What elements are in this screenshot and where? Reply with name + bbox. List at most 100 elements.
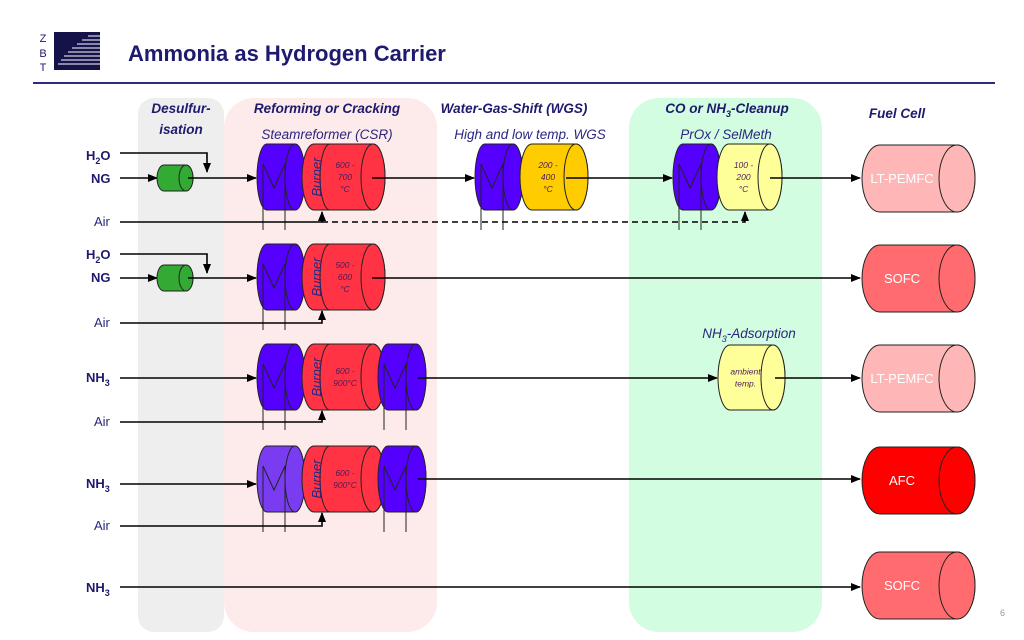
- temperature-label: 600 -: [335, 468, 355, 478]
- stage-subheader-prox: PrOx / SelMeth: [680, 127, 772, 142]
- heat-exchanger: [377, 343, 427, 411]
- heat-exchanger: [256, 243, 306, 311]
- temperature-label: °C: [543, 184, 553, 194]
- input-nh3-text: NH: [86, 370, 105, 385]
- stage-header-adsorption-text: NH: [702, 326, 722, 341]
- input-air: Air: [94, 414, 111, 429]
- fuel-cell-label: SOFC: [884, 578, 920, 593]
- stage-header-adsorption: NH3-Adsorption: [702, 326, 796, 344]
- burner-divider: [319, 445, 331, 513]
- heat-exchanger-coil-icon: [383, 363, 407, 430]
- input-nh3-subscript: 3: [105, 484, 110, 494]
- fuel-cell-lt-pemfc: [861, 344, 976, 413]
- stage-header-cleanup-subscript: 3: [726, 109, 731, 119]
- burner-label: Burner: [309, 157, 324, 197]
- stage-header-adsorption-text: -Adsorption: [727, 326, 796, 341]
- logo: Z B T: [39, 32, 100, 74]
- page-number: 6: [1000, 608, 1005, 618]
- stage-header-fuel-cell: Fuel Cell: [869, 106, 926, 121]
- heat-exchanger-coil-icon: [678, 163, 702, 230]
- stage-header-desulf: Desulfur-: [151, 101, 211, 116]
- heat-exchanger: [256, 143, 306, 211]
- input-nh3-text: NH: [86, 476, 105, 491]
- fuel-cell-sofc: [861, 244, 976, 313]
- fuel-cell-label: LT-PEMFC: [870, 371, 933, 386]
- input-h2o: H2O: [86, 247, 111, 265]
- burner-label: Burner: [309, 357, 324, 397]
- stage-header-desulf: isation: [159, 122, 203, 137]
- temperature-label: 600 -: [335, 160, 355, 170]
- heat-exchanger-coil-icon: [262, 363, 286, 430]
- heat-exchanger-coil-icon: [383, 465, 407, 532]
- fuel-cell-label: AFC: [889, 473, 915, 488]
- fuel-cell-label: LT-PEMFC: [870, 171, 933, 186]
- input-ng: NG: [91, 270, 111, 285]
- input-h2o-text: O: [100, 148, 110, 163]
- temperature-label: °C: [340, 284, 350, 294]
- air-dashed-line: [322, 211, 749, 223]
- input-nh3: NH3: [86, 370, 110, 388]
- burner-divider: [319, 243, 331, 311]
- input-nh3: NH3: [86, 476, 110, 494]
- logo-letter: T: [40, 62, 47, 74]
- temperature-label: temp.: [735, 379, 756, 389]
- burner-reactor: [301, 243, 386, 311]
- temperature-label: 500 -: [335, 260, 355, 270]
- air-line: [120, 512, 326, 527]
- adsorption-reactor: [717, 344, 786, 411]
- air-line: [120, 310, 326, 324]
- burner-label: Burner: [309, 257, 324, 297]
- fuel-cell-label: SOFC: [884, 271, 920, 286]
- stage-header-cleanup: CO or NH3-Cleanup: [665, 101, 789, 119]
- burner-divider: [319, 143, 331, 211]
- heat-exchanger: [474, 143, 524, 211]
- stage-header-cleanup-text: CO or NH: [665, 101, 726, 116]
- fuel-cell-afc: [861, 446, 976, 515]
- temperature-label: 600 -: [335, 366, 355, 376]
- input-h2o-subscript: 2: [95, 255, 100, 265]
- input-air: Air: [94, 315, 111, 330]
- input-ng: NG: [91, 171, 111, 186]
- temperature-label: 700: [338, 172, 352, 182]
- input-air: Air: [94, 214, 111, 229]
- temperature-label: 900°C: [333, 480, 358, 490]
- heat-exchanger: [256, 343, 306, 411]
- fuel-cell-sofc: [861, 551, 976, 620]
- heat-exchanger-coil-icon: [262, 163, 286, 230]
- input-air: Air: [94, 518, 111, 533]
- desulfurizer: [156, 164, 194, 192]
- temperature-label: 100 -: [734, 160, 754, 170]
- heat-exchanger-coil-icon: [262, 465, 286, 532]
- input-nh3-text: NH: [86, 580, 105, 595]
- burner-divider: [319, 343, 331, 411]
- temperature-label: 200 -: [537, 160, 558, 170]
- logo-letter: Z: [40, 33, 47, 45]
- stage-subheader-wgs: High and low temp. WGS: [454, 127, 606, 142]
- input-nh3: NH3: [86, 580, 110, 598]
- air-line: [120, 410, 326, 423]
- input-h2o-text: O: [100, 247, 110, 262]
- stage-header-adsorption-subscript: 3: [722, 334, 727, 344]
- page-title: Ammonia as Hydrogen Carrier: [128, 41, 446, 66]
- fuel-cell-lt-pemfc: [861, 144, 976, 213]
- temperature-label: 600: [338, 272, 352, 282]
- temperature-label: °C: [340, 184, 350, 194]
- temperature-label: °C: [739, 184, 749, 194]
- input-h2o: H2O: [86, 148, 111, 166]
- stage-subheader-csr: Steamreformer (CSR): [261, 127, 392, 142]
- heat-exchanger: [256, 445, 306, 513]
- burner-reactor: [301, 143, 386, 211]
- stage-header-wgs: Water-Gas-Shift (WGS): [441, 101, 588, 116]
- stage-header-cleanup-text: -Cleanup: [731, 101, 789, 116]
- wgs-reactor: [519, 143, 589, 211]
- heat-exchanger-coil-icon: [480, 163, 504, 230]
- input-h2o-subscript: 2: [95, 156, 100, 166]
- prox-reactor: [716, 143, 783, 211]
- h2o-line: [120, 152, 211, 173]
- input-h2o-text: H: [86, 148, 95, 163]
- temperature-label: 200: [735, 172, 750, 182]
- input-nh3-subscript: 3: [105, 588, 110, 598]
- desulf-stage-bg: [138, 98, 224, 632]
- temperature-label: ambient: [730, 367, 761, 377]
